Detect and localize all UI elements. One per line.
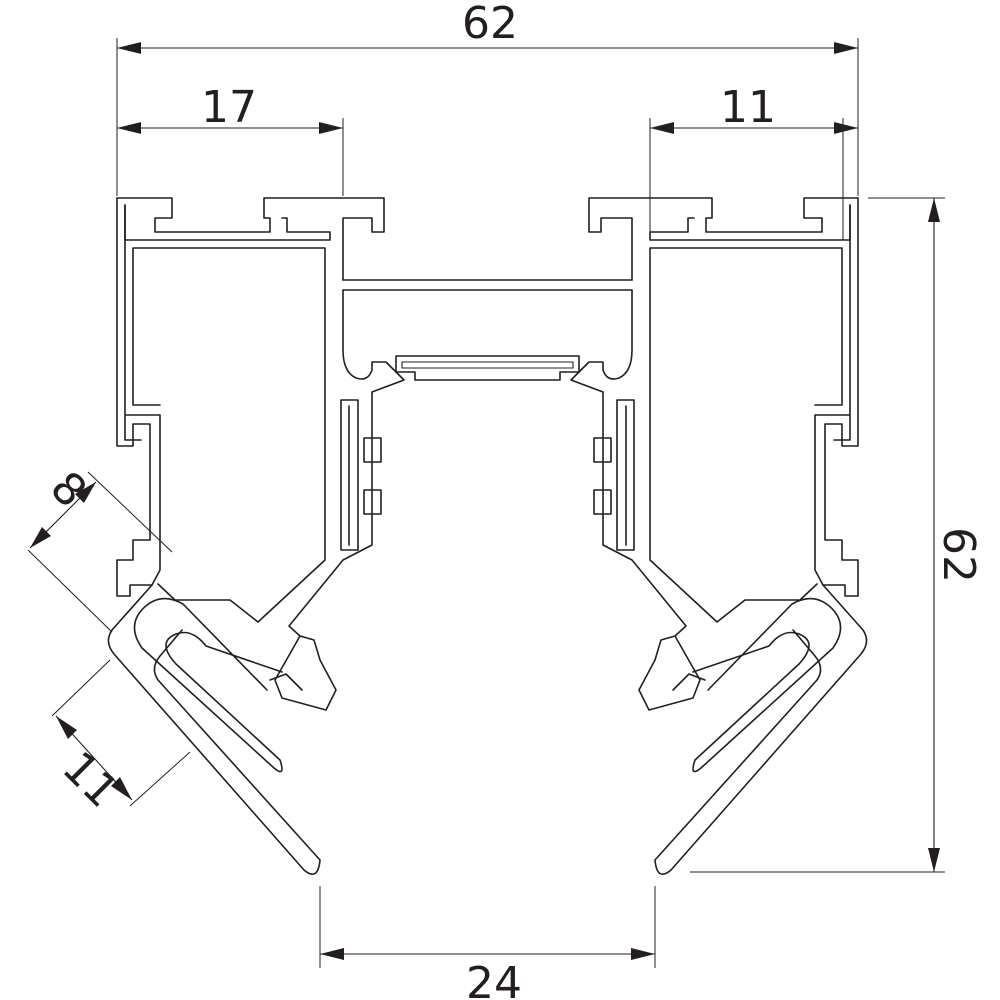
right-top-flange bbox=[588, 197, 859, 281]
left-central-wall bbox=[288, 289, 405, 637]
left-top-flange bbox=[116, 197, 385, 281]
right-outer-wall bbox=[822, 197, 859, 597]
left-contact-1 bbox=[363, 437, 382, 463]
dim-left-flange-label: 17 bbox=[201, 82, 257, 133]
dim-overall-width-arrow-left bbox=[117, 42, 141, 54]
right-top-flange-inner bbox=[649, 204, 851, 241]
left-contact-2 bbox=[363, 489, 382, 515]
dim-right-flange-arrow-right bbox=[834, 122, 858, 134]
dim-left-flange-arrow-left bbox=[117, 122, 141, 134]
dim-right-flange-arrow-left bbox=[650, 122, 674, 134]
dim-left-flange-arrow-right bbox=[319, 122, 343, 134]
left-diffuser-lip bbox=[107, 584, 321, 876]
dim-overall-height-arrow-top bbox=[928, 198, 940, 222]
dim-lip-length-label: 11 bbox=[52, 742, 128, 818]
left-contact-strip bbox=[340, 399, 359, 551]
dim-opening-arrow-left bbox=[320, 948, 344, 960]
dim-lip-depth-arrow-a bbox=[75, 482, 96, 503]
center-bridge bbox=[342, 279, 633, 291]
dim-overall-height-arrow-bottom bbox=[928, 848, 940, 872]
right-contact-2 bbox=[593, 489, 612, 515]
dim-lip-depth-arrow-b bbox=[30, 527, 51, 548]
left-chamber bbox=[132, 247, 326, 623]
right-inner-wall bbox=[814, 204, 851, 586]
left-snap-hook bbox=[269, 635, 337, 711]
left-clip-loop bbox=[133, 597, 283, 773]
conductor-channel-inner bbox=[401, 361, 574, 369]
left-outer-wall bbox=[116, 197, 153, 597]
dim-overall-width-label: 62 bbox=[462, 0, 518, 49]
ext-lip-a bbox=[27, 549, 113, 633]
right-snap-hook bbox=[638, 635, 706, 711]
conductor-channel bbox=[395, 355, 580, 381]
right-clip-loop bbox=[692, 597, 842, 773]
ext-lip-b bbox=[51, 659, 111, 717]
dim-lip-depth-label: 8 bbox=[40, 462, 96, 518]
right-chamber bbox=[649, 247, 843, 623]
left-inner-wall bbox=[124, 204, 161, 586]
ext-lip-top bbox=[87, 471, 173, 553]
ext-lip-c bbox=[129, 751, 191, 807]
right-contact-1 bbox=[593, 437, 612, 463]
right-diffuser-lip bbox=[654, 584, 868, 876]
dim-right-flange-label: 11 bbox=[720, 82, 776, 133]
dim-opening-label: 24 bbox=[466, 958, 522, 1000]
dim-lip-length-arrow-a bbox=[56, 716, 77, 739]
dimension-lines: 62 17 11 62 24 8 11 bbox=[27, 0, 984, 1000]
dim-overall-height-label: 62 bbox=[933, 527, 984, 583]
dim-overall-width-arrow-right bbox=[834, 42, 858, 54]
right-contact-strip bbox=[616, 399, 635, 551]
dim-opening-arrow-right bbox=[631, 948, 655, 960]
track-profile-outline bbox=[107, 197, 868, 876]
dim-lip-length-arrow-b bbox=[111, 777, 132, 800]
right-central-wall bbox=[570, 289, 687, 637]
